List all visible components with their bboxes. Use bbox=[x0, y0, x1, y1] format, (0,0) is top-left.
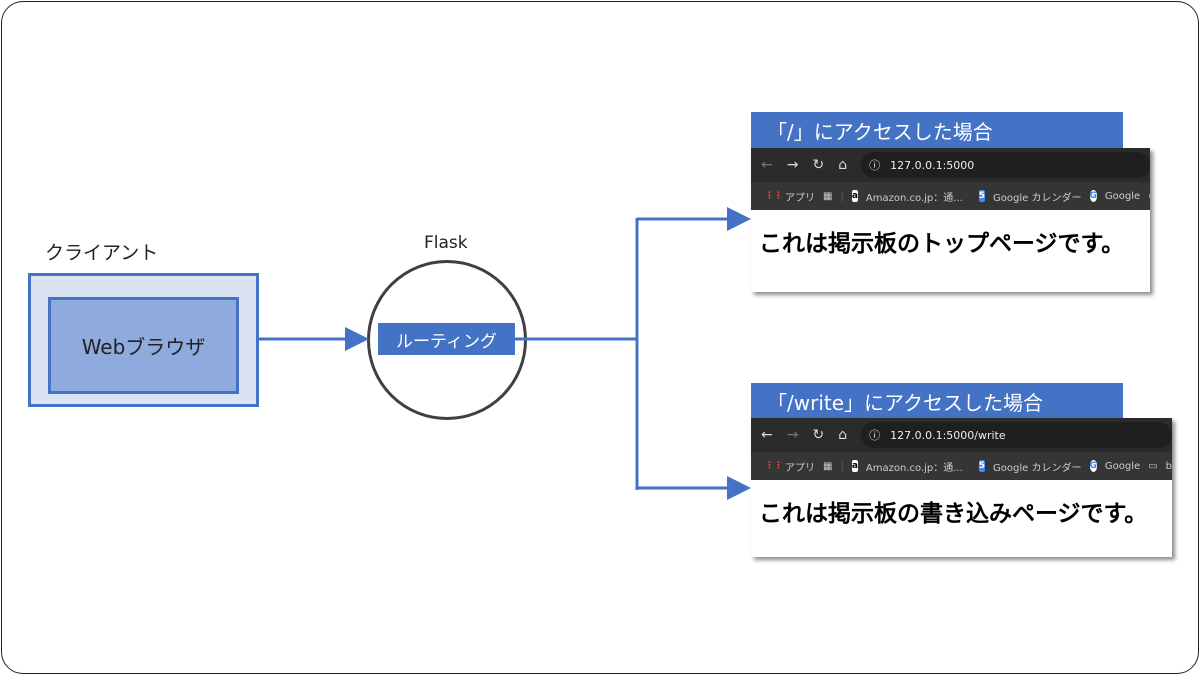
case-top-header: 「/」にアクセスした場合 bbox=[751, 112, 1123, 148]
forward-icon: → bbox=[786, 427, 799, 443]
bookmark-google: Google bbox=[1104, 190, 1141, 202]
calendar-icon: 5 bbox=[978, 460, 986, 472]
forward-icon: → bbox=[786, 157, 799, 173]
amazon-icon: a bbox=[851, 460, 858, 472]
bookmark-calendar: Google カレンダー bbox=[993, 192, 1082, 204]
client-label: クライアント bbox=[45, 242, 159, 264]
routing-box: ルーティング bbox=[378, 323, 515, 355]
bookmark-amazon: Amazon.co.jp：通... bbox=[865, 462, 963, 474]
amazon-icon: a bbox=[851, 190, 858, 202]
folder-icon: ▭ bbox=[1148, 460, 1158, 472]
grid-icon: ▦ bbox=[823, 190, 833, 202]
page-content: これは掲示板のトップページです。 bbox=[759, 231, 1125, 257]
grid-icon: ▦ bbox=[823, 460, 833, 472]
back-icon: ← bbox=[761, 427, 773, 443]
calendar-icon: 5 bbox=[978, 190, 986, 202]
folder-icon: ▭ bbox=[1148, 191, 1150, 202]
back-icon: ← bbox=[761, 157, 773, 173]
google-icon: G bbox=[1089, 460, 1097, 472]
url-text: 127.0.0.1:5000/write bbox=[890, 428, 1006, 442]
case-write-header: 「/write」にアクセスした場合 bbox=[751, 383, 1123, 419]
url-text: 127.0.0.1:5000 bbox=[890, 158, 975, 172]
info-icon: ⓘ bbox=[869, 429, 881, 442]
apps-icon: ⋮⋮ bbox=[765, 461, 783, 471]
apps-icon: ⋮⋮ bbox=[765, 191, 783, 201]
bookmark-google: Google bbox=[1104, 460, 1141, 472]
reload-icon: ↻ bbox=[812, 427, 825, 443]
home-icon: ⌂ bbox=[838, 157, 848, 173]
home-icon: ⌂ bbox=[838, 427, 848, 443]
bookmark-calendar: Google カレンダー bbox=[993, 462, 1082, 474]
bookmark-folder: bookma bbox=[1165, 460, 1172, 472]
page-content: これは掲示板の書き込みページです。 bbox=[759, 501, 1148, 527]
bookmark-apps: アプリ bbox=[785, 462, 815, 474]
reload-icon: ↻ bbox=[812, 157, 825, 173]
bookmark-apps: アプリ bbox=[785, 192, 815, 204]
info-icon: ⓘ bbox=[869, 159, 881, 172]
bookmark-amazon: Amazon.co.jp：通... bbox=[865, 192, 963, 204]
web-browser-box: Webブラウザ bbox=[48, 297, 239, 394]
flask-label: Flask bbox=[424, 233, 468, 253]
google-icon: G bbox=[1089, 190, 1097, 202]
